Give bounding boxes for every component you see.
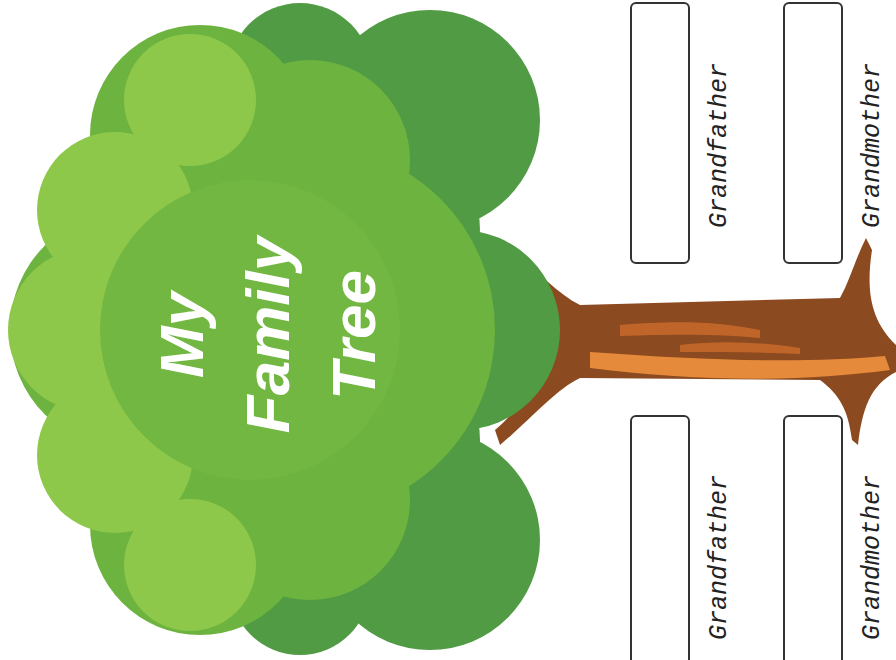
relation-label: Grandmother — [858, 63, 887, 228]
relation-label: Grandmother — [858, 475, 887, 640]
relation-label: Grandfather — [705, 63, 734, 228]
diagram-title: My Family Tree — [139, 230, 397, 440]
tree-canopy — [8, 3, 560, 655]
name-field — [783, 415, 843, 660]
name-box: Grandfather — [625, 0, 745, 265]
relation-label: Grandfather — [705, 475, 734, 640]
name-box: Grandmother — [778, 413, 896, 660]
name-field — [630, 415, 690, 660]
name-box: Grandmother — [778, 0, 896, 265]
name-field — [783, 2, 843, 264]
name-box: Grandfather — [625, 413, 745, 660]
name-field — [630, 2, 690, 264]
